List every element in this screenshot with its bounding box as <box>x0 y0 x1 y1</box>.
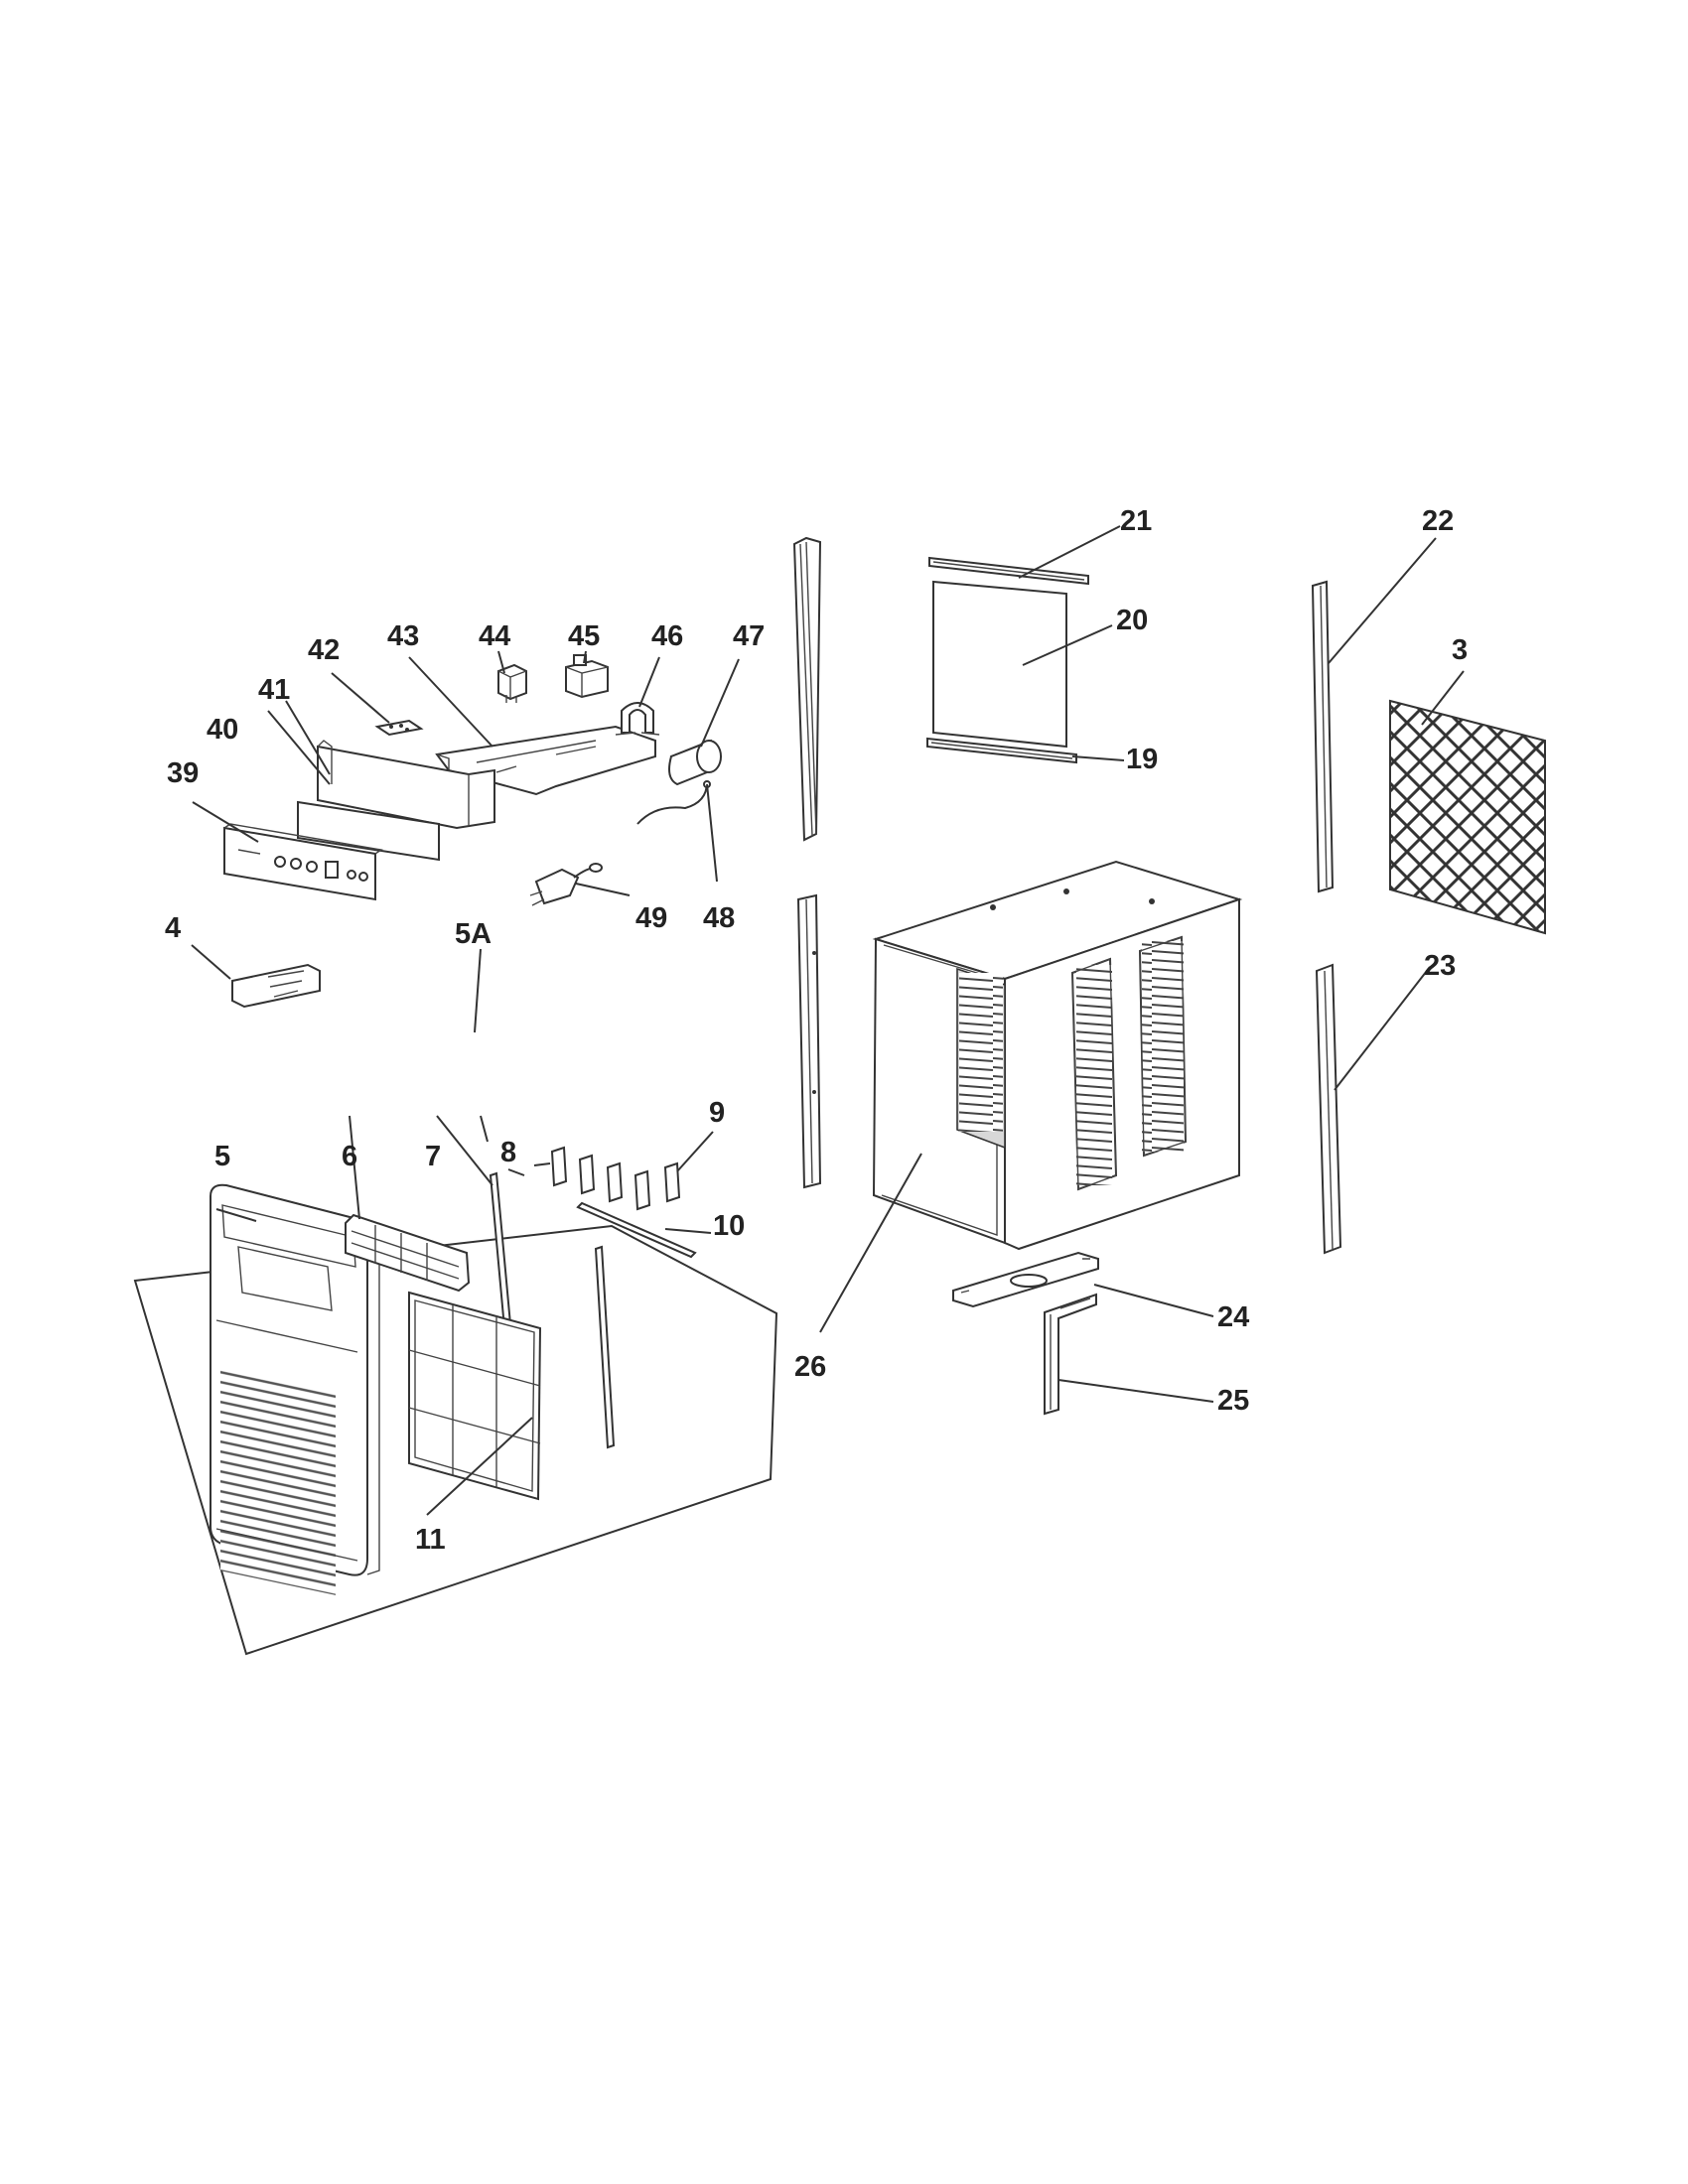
part-24-support-bracket <box>952 1251 1099 1308</box>
part-44-relay <box>497 663 527 703</box>
callout-39: 39 <box>167 757 199 789</box>
part-49-power-cord <box>529 863 603 906</box>
part-39-control-panel <box>223 823 383 901</box>
part-6-louver-insert <box>345 1213 471 1293</box>
callout-4: 4 <box>165 912 181 944</box>
part-46-clamp <box>615 702 660 736</box>
callout-9: 9 <box>709 1097 725 1129</box>
callout-26: 26 <box>794 1351 826 1383</box>
part-4-remote <box>231 963 321 1009</box>
part-42-pcb <box>374 719 424 737</box>
part-7-strip <box>489 1171 512 1330</box>
part-rail-upper-left <box>792 536 822 842</box>
callout-40: 40 <box>207 714 238 746</box>
part-19-bottom-rail <box>926 737 1077 764</box>
part-8-9-vanes <box>533 1146 681 1211</box>
callout-41: 41 <box>258 674 290 706</box>
leader-lines <box>191 525 1465 1516</box>
callout-48: 48 <box>703 902 735 934</box>
callout-25: 25 <box>1217 1385 1249 1417</box>
callout-labels: 3 4 5A 5 6 7 8 9 10 11 19 20 21 22 23 24… <box>165 505 1468 1556</box>
part-25-leg-bracket <box>1044 1293 1097 1416</box>
part-40-label-strip <box>297 800 440 862</box>
part-rail-lower-left <box>796 893 822 1189</box>
callout-20: 20 <box>1116 605 1148 636</box>
callout-11: 11 <box>415 1524 446 1556</box>
callout-8: 8 <box>500 1137 516 1168</box>
part-47-capacitor <box>668 739 722 786</box>
callout-42: 42 <box>308 634 340 666</box>
callout-45: 45 <box>568 620 600 652</box>
group-5a-outline <box>133 1224 778 1656</box>
callout-46: 46 <box>651 620 683 652</box>
part-23-side-rail <box>1315 963 1342 1255</box>
callout-6: 6 <box>342 1141 357 1172</box>
callout-22: 22 <box>1422 505 1454 537</box>
part-26-cabinet <box>872 860 1243 1251</box>
part-41-bracket <box>317 740 495 830</box>
part-45-transformer <box>565 654 609 699</box>
callout-10: 10 <box>713 1210 745 1242</box>
callout-49: 49 <box>635 902 667 934</box>
part-10-link-bar <box>576 1201 697 1259</box>
callout-5a: 5A <box>455 918 492 950</box>
part-5-front-grille <box>210 1183 380 1595</box>
part-20-panel <box>932 580 1067 749</box>
callout-19: 19 <box>1126 744 1158 775</box>
callout-44: 44 <box>479 620 510 652</box>
callout-47: 47 <box>733 620 765 652</box>
part-22-side-rail <box>1311 580 1335 893</box>
callout-24: 24 <box>1217 1301 1249 1333</box>
part-11-air-filter <box>408 1291 542 1501</box>
callout-3: 3 <box>1452 634 1468 666</box>
callout-43: 43 <box>387 620 419 652</box>
part-strip-lower <box>594 1245 616 1449</box>
callout-7: 7 <box>425 1141 441 1172</box>
part-3-mesh-screen <box>1389 699 1546 935</box>
part-48-wire <box>636 780 711 825</box>
callout-23: 23 <box>1424 950 1456 982</box>
callout-5: 5 <box>214 1141 230 1172</box>
callout-21: 21 <box>1120 505 1152 537</box>
part-21-top-rail <box>928 556 1089 586</box>
